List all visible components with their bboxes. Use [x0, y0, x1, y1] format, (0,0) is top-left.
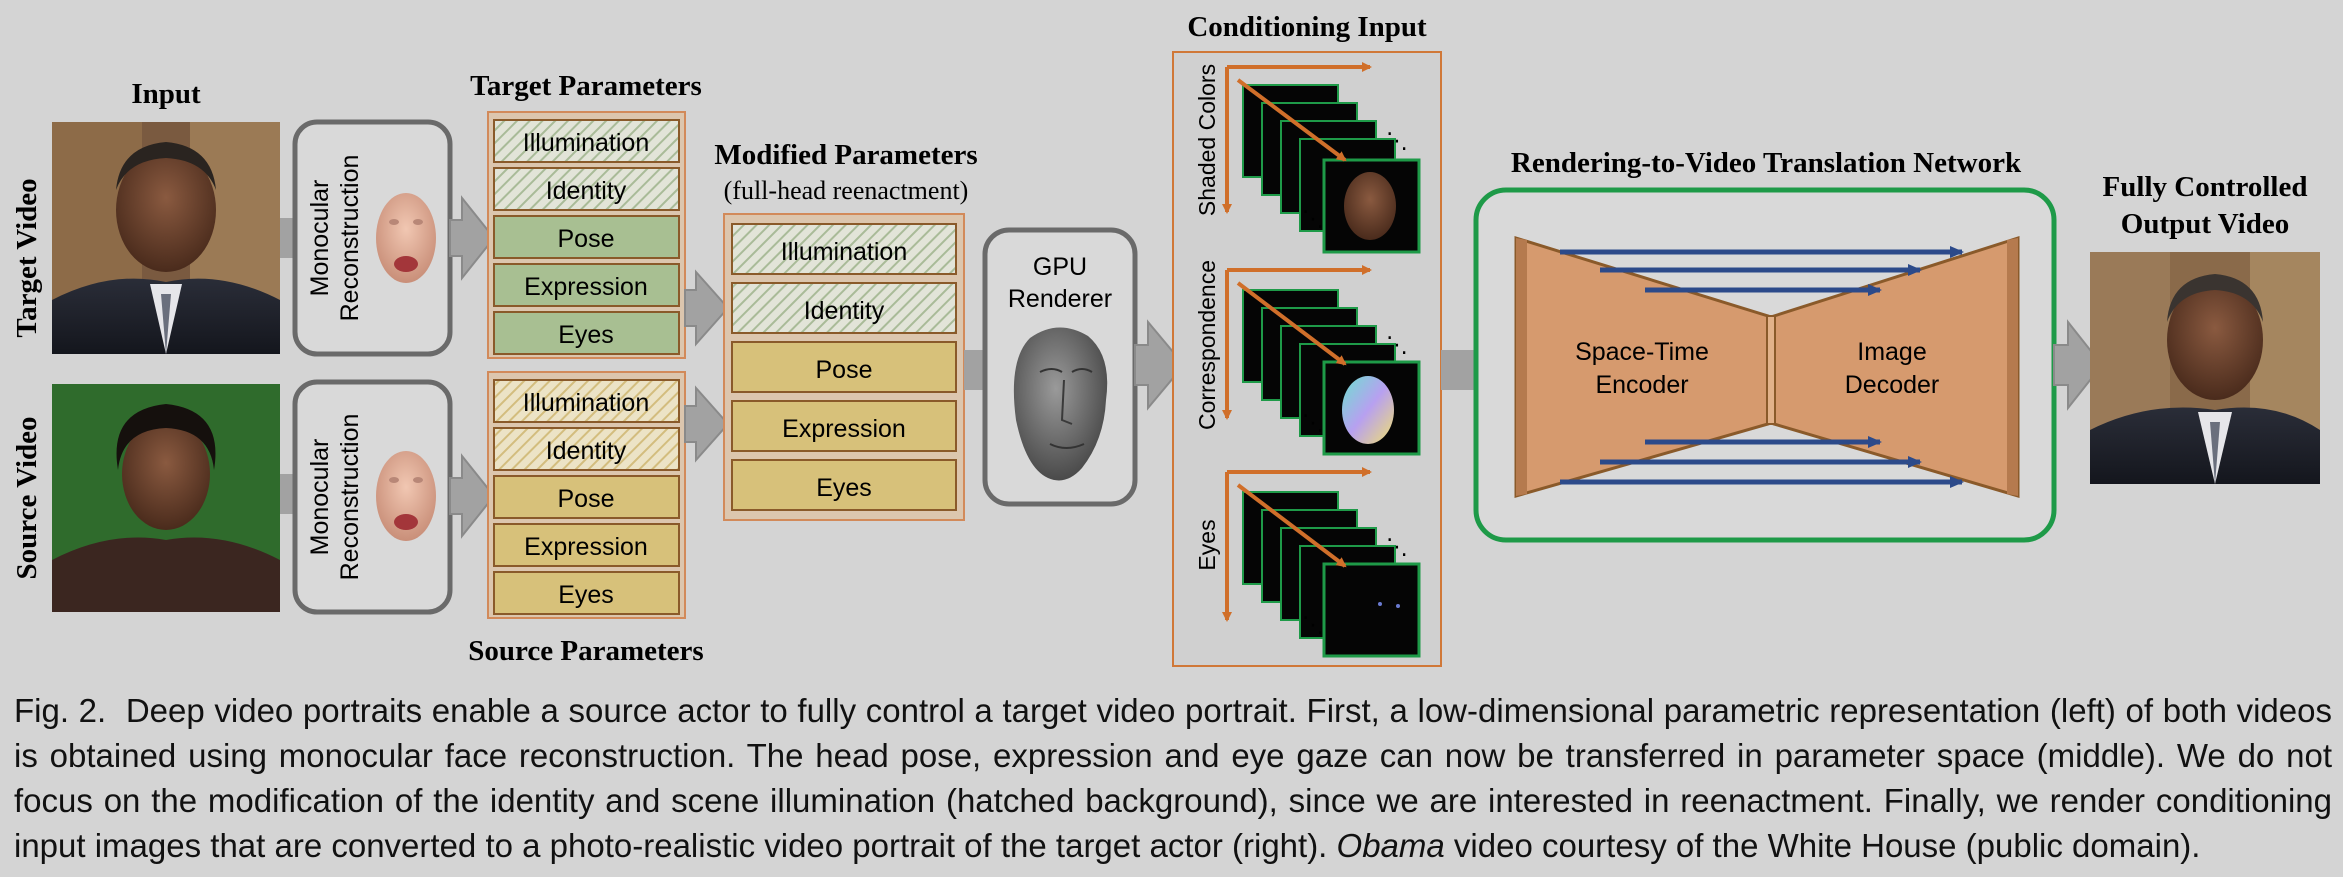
- modified-param-illumination: Illumination: [781, 238, 907, 266]
- target-parameters-stack: Illumination Identity Pose Expression Ey…: [487, 111, 686, 359]
- caption-italic: Obama: [1336, 827, 1445, 864]
- correspondence-group: ⋱ ⋱ Correspondence: [1194, 260, 1421, 456]
- target-reconstruction-box: Monocular Reconstruction: [292, 119, 453, 357]
- figure-caption: Fig. 2. Deep video portraits enable a so…: [14, 688, 2332, 868]
- source-param-expression: Expression: [524, 533, 648, 561]
- target-param-identity: Identity: [546, 177, 627, 205]
- modified-parameters-title: Modified Parameters: [714, 139, 977, 171]
- gpu-label-line2: Renderer: [1008, 285, 1112, 313]
- modified-parameters-stack: Illumination Identity Pose Expression Ey…: [723, 213, 965, 521]
- source-video-frame: [52, 384, 280, 612]
- caption-text: Deep video portraits enable a source act…: [14, 692, 2332, 864]
- recon-label-line1: Monocular: [306, 439, 334, 556]
- conditioning-input-panel: ⋱ ⋱ Shaded Colors ⋱ ⋱ Correspondence: [1172, 51, 1442, 667]
- network-title: Rendering-to-Video Translation Network: [1511, 147, 2022, 179]
- dots: ⋱: [1302, 411, 1324, 436]
- conditioning-to-network-arrow: [1441, 350, 1476, 390]
- source-reconstruction-box: Monocular Reconstruction: [292, 379, 453, 615]
- translation-network-box: Space-Time Encoder Image Decoder: [1473, 187, 2057, 543]
- modified-parameters-subtitle: (full-head reenactment): [724, 176, 969, 205]
- face-model-icon: [376, 451, 436, 541]
- network-to-output-arrow: [2053, 319, 2104, 411]
- target-param-expression: Expression: [524, 273, 648, 301]
- output-title-line2: Output Video: [2121, 208, 2289, 240]
- dots: ⋱: [1386, 333, 1408, 358]
- source-param-eyes: Eyes: [558, 581, 614, 609]
- dots: ⋱: [1386, 129, 1408, 154]
- conditioning-input-title: Conditioning Input: [1187, 11, 1427, 43]
- dots: ⋱: [1386, 535, 1408, 560]
- recon-label-line1: Monocular: [306, 180, 334, 297]
- modified-param-expression: Expression: [782, 415, 906, 443]
- input-to-recon-arrows: [280, 218, 296, 514]
- eyes-axis-label: Eyes: [1194, 519, 1220, 570]
- caption-figure-number: Fig. 2.: [14, 692, 107, 729]
- rendered-head-icon: [1013, 327, 1108, 481]
- target-param-illumination: Illumination: [523, 129, 649, 157]
- target-video-label: Target Video: [11, 178, 43, 337]
- target-param-eyes: Eyes: [558, 321, 614, 349]
- modified-param-eyes: Eyes: [816, 474, 872, 502]
- gpu-to-conditioning-arrow: [1134, 319, 1186, 411]
- modified-param-identity: Identity: [804, 297, 885, 325]
- encoder-label-line1: Space-Time: [1575, 338, 1709, 366]
- source-param-pose: Pose: [558, 485, 615, 513]
- decoder-label-line1: Image: [1857, 338, 1926, 366]
- source-param-identity: Identity: [546, 437, 627, 465]
- source-video-label: Source Video: [11, 417, 43, 580]
- source-parameters-title: Source Parameters: [468, 635, 703, 667]
- caption-text-end: video courtesy of the White House (publi…: [1453, 827, 2201, 864]
- shaded-colors-label: Shaded Colors: [1194, 64, 1220, 216]
- input-title: Input: [131, 78, 201, 110]
- encoder-label-line2: Encoder: [1595, 371, 1688, 399]
- modified-to-gpu-arrow: [964, 350, 986, 390]
- output-title-line1: Fully Controlled: [2103, 171, 2308, 203]
- output-video-frame: [2090, 252, 2320, 484]
- eyes-group: ⋱ ⋱ Eyes: [1194, 467, 1421, 658]
- shaded-colors-group: ⋱ ⋱ Shaded Colors: [1194, 62, 1421, 254]
- pipeline-diagram: Input Target Parameters Source Parameter…: [11, 11, 2320, 667]
- target-parameters-title: Target Parameters: [470, 70, 702, 102]
- params-to-modified-arrows: [684, 269, 730, 463]
- modified-param-pose: Pose: [816, 356, 873, 384]
- dots: ⋱: [1302, 613, 1324, 638]
- recon-label-line2: Reconstruction: [336, 155, 364, 322]
- gpu-renderer-box: GPU Renderer: [982, 227, 1138, 507]
- target-param-pose: Pose: [558, 225, 615, 253]
- correspondence-label: Correspondence: [1194, 260, 1220, 430]
- source-parameters-stack: Illumination Identity Pose Expression Ey…: [487, 371, 686, 619]
- decoder-label-line2: Decoder: [1845, 371, 1940, 399]
- recon-to-params-arrows: [449, 195, 496, 539]
- recon-label-line2: Reconstruction: [336, 414, 364, 581]
- target-video-frame: [52, 122, 280, 354]
- dots: ⋱: [1302, 207, 1324, 232]
- source-param-illumination: Illumination: [523, 389, 649, 417]
- gpu-label-line1: GPU: [1033, 253, 1087, 281]
- face-model-icon: [376, 193, 436, 283]
